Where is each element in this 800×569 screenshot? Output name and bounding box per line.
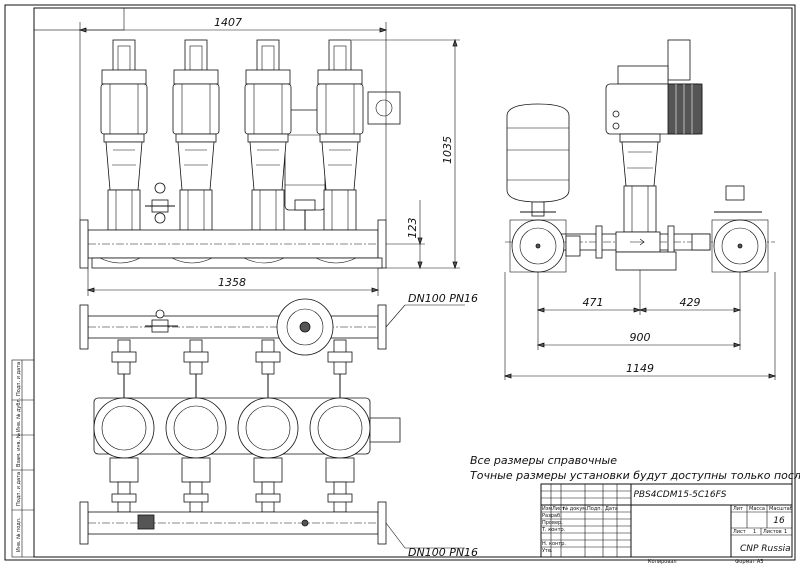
top-gauge <box>145 309 178 333</box>
tb-header-mass: Масса <box>749 506 765 512</box>
note-line-2: Точные размеры установки будут доступны … <box>470 469 800 482</box>
tb-header-lit: Лит <box>733 506 743 512</box>
dim-front-base: 1358 <box>218 276 246 289</box>
top-pump-2 <box>165 397 227 483</box>
front-pump-1 <box>100 39 148 231</box>
side-stamp-s4: Подп. и дата <box>16 472 22 506</box>
tb-role-approve: Утв. <box>542 548 553 554</box>
top-flange-lower-right <box>377 501 387 545</box>
front-view <box>79 39 401 269</box>
side-dimensions: 471 429 900 1149 <box>503 270 777 380</box>
tb-rev-sign: Подп. <box>587 506 603 512</box>
top-valves-upper <box>111 339 353 398</box>
side-stamp: Подп. и дата Инв. № дубл. Взам. инв. № П… <box>11 359 35 558</box>
tb-rev-sheet: Лист <box>552 506 565 512</box>
sheet-frame <box>4 4 796 561</box>
dim-front-height: 1035 <box>441 136 454 164</box>
dim-side-inner: 900 <box>630 331 651 344</box>
tb-sheet-label: Лист <box>733 529 746 535</box>
tb-role-ncontrol: Н. контр. <box>542 541 566 547</box>
top-flange-lower-left <box>79 501 89 545</box>
callout-flange-bottom: DN100 PN16 <box>408 546 478 559</box>
side-stamp-s5: Инв. № подл. <box>16 517 22 552</box>
top-flange-upper-left <box>79 304 89 350</box>
side-motor <box>605 39 703 233</box>
front-dimensions: 1407 1358 1035 123 <box>78 16 460 296</box>
note-line-1: Все размеры справочные <box>470 454 617 467</box>
side-view <box>505 39 775 273</box>
flange-callouts: DN100 PN16 DN100 PN16 <box>385 292 478 559</box>
top-view <box>79 298 401 545</box>
side-tank <box>506 103 570 217</box>
title-block: Изм Лист № докум. Подп. Дата Разраб. Про… <box>540 483 793 565</box>
top-valves-lower <box>111 481 353 513</box>
tb-format: Формат А3 <box>735 559 763 565</box>
top-pump-3 <box>237 397 299 483</box>
tb-rev-change: Изм <box>542 506 552 512</box>
tb-designation: PBS4CDM15-5C16FS <box>633 490 726 500</box>
front-base-frame <box>91 257 383 269</box>
front-motor-box <box>367 91 401 125</box>
top-pump-4 <box>309 397 371 483</box>
dim-front-width: 1407 <box>214 16 242 29</box>
dim-front-pipe-axis: 123 <box>406 218 419 239</box>
tb-sheet-no: 1 <box>753 529 756 535</box>
top-flange-upper-right <box>377 304 387 350</box>
tb-role-tcontrol: Т. контр. <box>541 527 566 533</box>
side-manifold-left <box>509 211 581 273</box>
side-stamp-s2: Инв. № дубл. <box>16 397 22 432</box>
top-lower-switch <box>137 514 155 530</box>
tb-company: CNP Russia <box>740 544 791 554</box>
tb-sheets-label: Листов <box>763 529 782 535</box>
tb-rev-date: Дата <box>605 506 618 512</box>
side-manifold-right <box>711 185 769 273</box>
tb-scale-value: 16 <box>773 516 785 526</box>
callout-flange-top: DN100 PN16 <box>408 292 478 305</box>
front-pump-4 <box>316 39 364 231</box>
dim-side-overall: 1149 <box>626 362 654 375</box>
side-stamp-s3: Взам. инв. № <box>16 432 22 467</box>
side-base <box>615 251 677 271</box>
top-pump-1 <box>93 397 155 483</box>
side-stamp-s1: Подп. и дата <box>16 362 22 396</box>
front-pump-2 <box>172 39 220 231</box>
dim-side-left: 471 <box>583 296 604 309</box>
tb-copied: Копировал <box>648 559 677 565</box>
dim-side-right: 429 <box>680 296 701 309</box>
tb-role-check: Провер. <box>542 520 563 526</box>
front-flange-left <box>79 219 89 269</box>
front-pump-3 <box>244 39 292 231</box>
tb-rev-doc: № докум. <box>563 506 588 512</box>
tb-sheets-no: 1 <box>784 529 787 535</box>
front-pressure-gauge <box>145 182 175 224</box>
front-valve <box>294 199 316 230</box>
tb-header-scale: Масштаб <box>769 506 793 512</box>
tb-role-dev: Разраб. <box>542 513 562 519</box>
top-tank-bracket <box>369 417 401 443</box>
